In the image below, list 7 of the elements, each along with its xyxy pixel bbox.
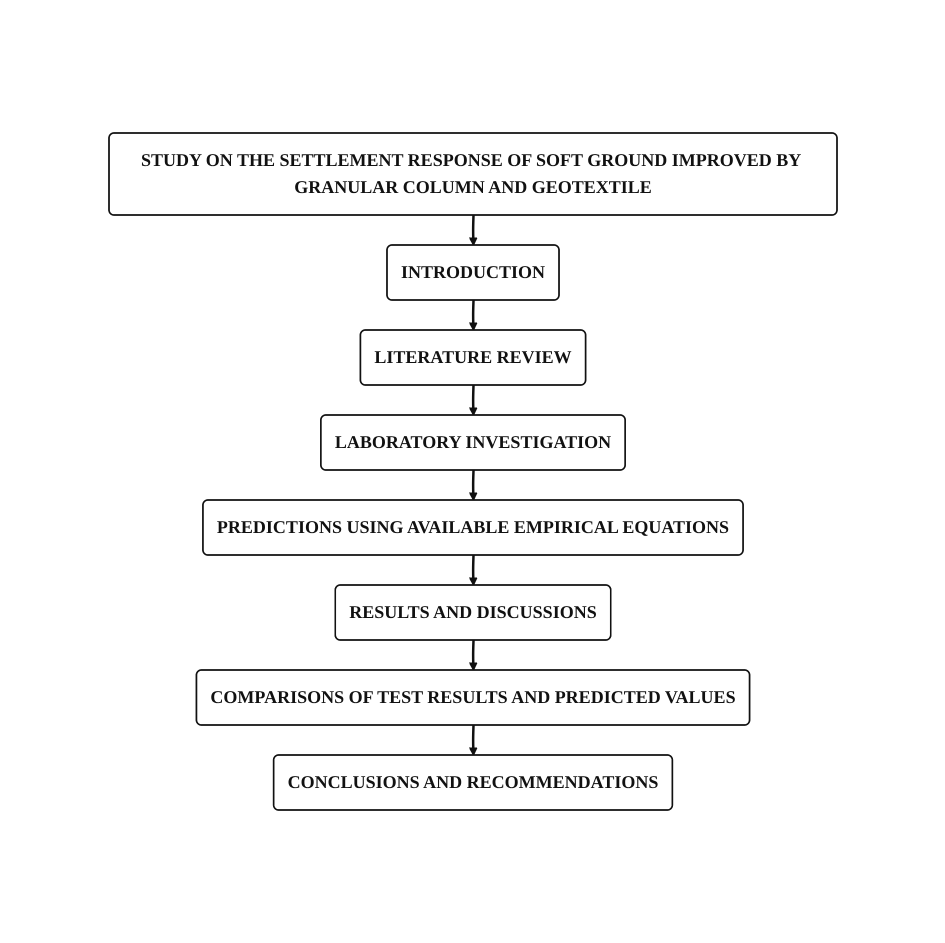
arrow — [468, 215, 478, 246]
arrow — [468, 300, 478, 331]
arrow — [468, 470, 478, 501]
arrow — [468, 555, 478, 586]
arrow — [468, 640, 478, 671]
arrow — [468, 725, 478, 756]
arrow — [468, 385, 478, 416]
